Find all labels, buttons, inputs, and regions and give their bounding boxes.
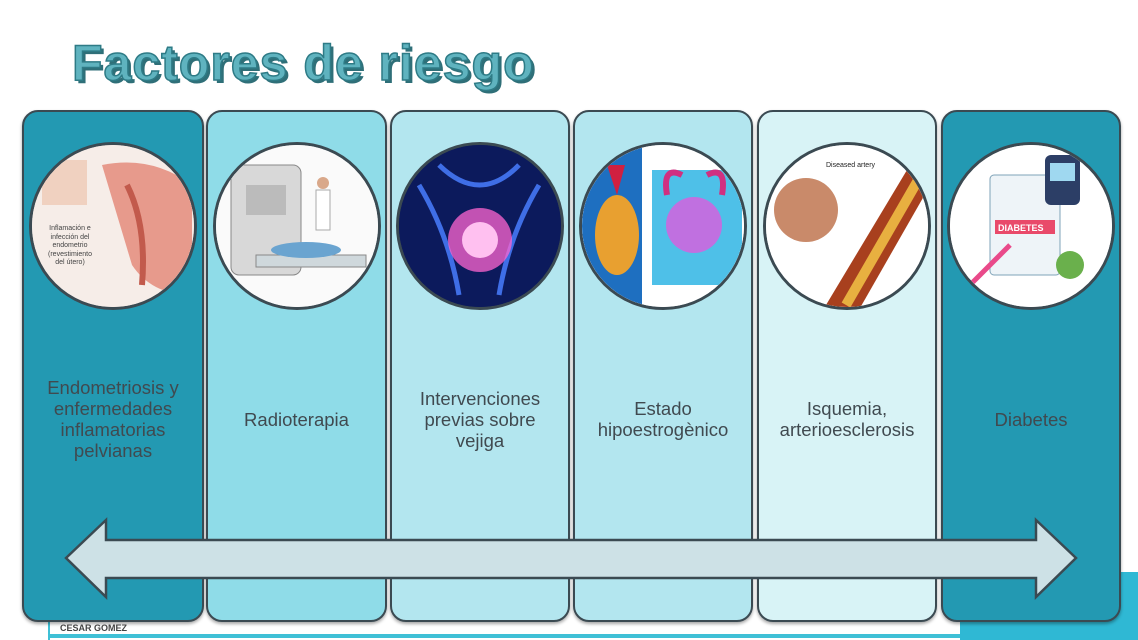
radiotherapy-image bbox=[212, 142, 381, 310]
bladder-xray-image bbox=[396, 142, 564, 310]
image-caption: Inflamación e infección del endometrio (… bbox=[48, 225, 92, 266]
footer-line bbox=[48, 634, 960, 638]
bladder-anatomy-image bbox=[579, 142, 747, 310]
panel-hipoestrogenico: Estado hipoestrogènico bbox=[573, 110, 753, 622]
panel-intervenciones: Intervenciones previas sobre vejiga bbox=[390, 110, 570, 622]
panel-endometriosis: Inflamación e infección del endometrio (… bbox=[22, 110, 204, 622]
panel-label: Isquemia, arterioesclerosis bbox=[779, 398, 915, 440]
footer-author: CESAR GOMEZ bbox=[60, 623, 128, 633]
slide-title: Factores de riesgo bbox=[71, 34, 535, 92]
image-caption: DIABETES bbox=[998, 223, 1044, 233]
diseased-artery-image: Diseased artery bbox=[763, 142, 931, 310]
panel-label: Endometriosis y enfermedades inflamatori… bbox=[47, 377, 179, 461]
panel-radioterapia: Radioterapia bbox=[206, 110, 387, 622]
endometrium-image: Inflamación e infección del endometrio (… bbox=[29, 142, 197, 310]
panel-label: Intervenciones previas sobre vejiga bbox=[419, 387, 541, 451]
panel-label: Radioterapia bbox=[244, 408, 349, 430]
panel-diabetes: DIABETES Diabetes bbox=[941, 110, 1121, 622]
panel-label: Diabetes bbox=[994, 408, 1068, 430]
diabetes-image: DIABETES bbox=[947, 142, 1115, 310]
panel-label: Estado hipoestrogènico bbox=[597, 398, 729, 440]
panel-isquemia: Diseased artery Isquemia, arterioesclero… bbox=[757, 110, 937, 622]
image-caption: Diseased artery bbox=[826, 162, 876, 169]
